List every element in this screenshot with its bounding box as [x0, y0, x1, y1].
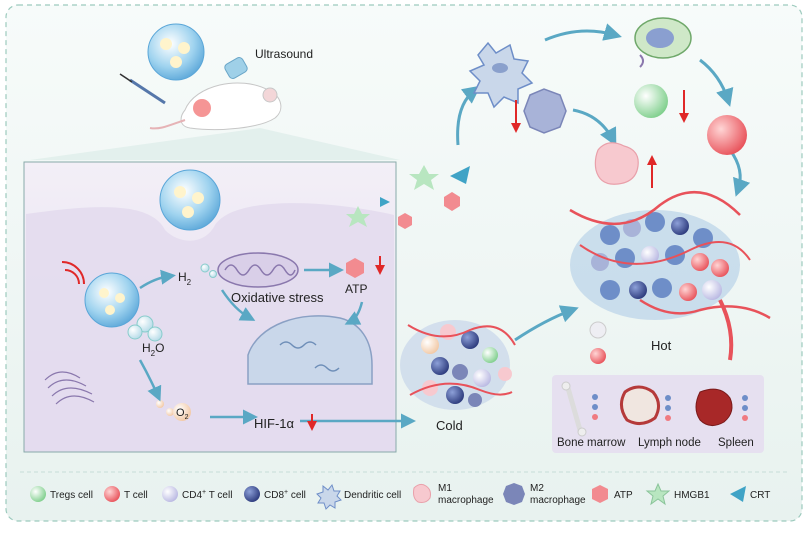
ultrasound-label: Ultrasound	[255, 47, 313, 61]
organ-label-lymph-node: Lymph node	[638, 437, 701, 449]
m1-macrophage-cycle-icon	[594, 142, 639, 185]
legend-label-cd4: CD4+ T cell	[182, 489, 232, 501]
hif-label: HIF-1α	[254, 416, 295, 431]
cold-label: Cold	[436, 418, 463, 433]
mouse-illustration	[30, 57, 400, 160]
legend-label-m1-line2: macrophage	[438, 495, 494, 506]
legend-label-m2: M2	[530, 483, 544, 494]
organ-label-spleen: Spleen	[718, 437, 754, 449]
bone-marrow-icon	[561, 381, 598, 437]
hot-label: Hot	[651, 338, 672, 353]
legend-label-m1: M1	[438, 483, 452, 494]
legend-label-m2-line2: macrophage	[530, 495, 586, 506]
atp-label: ATP	[345, 282, 367, 296]
tregs-cell-cycle-icon	[634, 84, 668, 118]
legend-label-t-cell: T cell	[124, 490, 148, 501]
legend-label-hmgb1: HMGB1	[674, 490, 710, 501]
m2-macrophage-cycle-icon	[523, 88, 567, 134]
h2o-label: H2O	[142, 341, 164, 358]
h2-label: H2	[178, 270, 192, 287]
endoplasmic-reticulum-icon	[44, 371, 95, 405]
dendritic-cell-top-icon	[468, 41, 534, 109]
dendritic-cell-icon	[316, 483, 342, 510]
atp-icon	[592, 485, 608, 503]
cd4-t-cell-icon	[162, 486, 178, 502]
legend-label-cd8: CD8+ cell	[264, 489, 306, 501]
cycle-arrows	[456, 23, 751, 342]
hmgb1-icon	[645, 482, 671, 506]
legend-label-dendritic: Dendritic cell	[344, 490, 401, 501]
oxidative-stress-label: Oxidative stress	[231, 290, 324, 305]
atp-hexagon-icon	[346, 258, 364, 278]
t-cell-icon	[104, 486, 120, 502]
t-cell-cycle-icon	[707, 115, 747, 155]
bubbles	[127, 263, 217, 421]
mitochondria-cell-top-icon	[634, 17, 692, 68]
spleen-icon	[695, 388, 748, 426]
lymph-node-icon	[620, 385, 671, 425]
m2-macrophage-icon	[503, 483, 525, 505]
hot-tumor-cluster	[569, 190, 771, 361]
nucleus-icon	[247, 315, 373, 385]
legend-label-tregs: Tregs cell	[50, 490, 93, 501]
o2-label: O2	[176, 407, 189, 421]
crt-icon	[730, 486, 746, 502]
organ-label-bone-marrow: Bone marrow	[557, 437, 626, 449]
ultrasound-wave-icon	[61, 261, 85, 285]
legend-label-crt: CRT	[750, 490, 770, 501]
legend: Tregs cell T cell CD4+ T cell CD8+ cell …	[30, 482, 770, 510]
released-damps	[346, 165, 470, 229]
mitochondrion-icon	[217, 252, 299, 288]
dead-cell-icon	[589, 321, 607, 339]
cd8-cell-icon	[244, 486, 260, 502]
nanoparticle-cluster-membrane	[159, 169, 221, 231]
t-cell-small-icon	[590, 348, 606, 364]
cold-tumor-cluster	[400, 320, 516, 410]
nanoparticle-cluster-inside	[84, 272, 140, 328]
cell-membrane	[26, 203, 394, 450]
inset-arrows	[138, 262, 416, 429]
legend-label-atp: ATP	[614, 490, 633, 501]
nanoparticle-cluster-top	[147, 23, 205, 81]
m1-macrophage-icon	[413, 483, 431, 503]
tregs-cell-icon	[30, 486, 46, 502]
